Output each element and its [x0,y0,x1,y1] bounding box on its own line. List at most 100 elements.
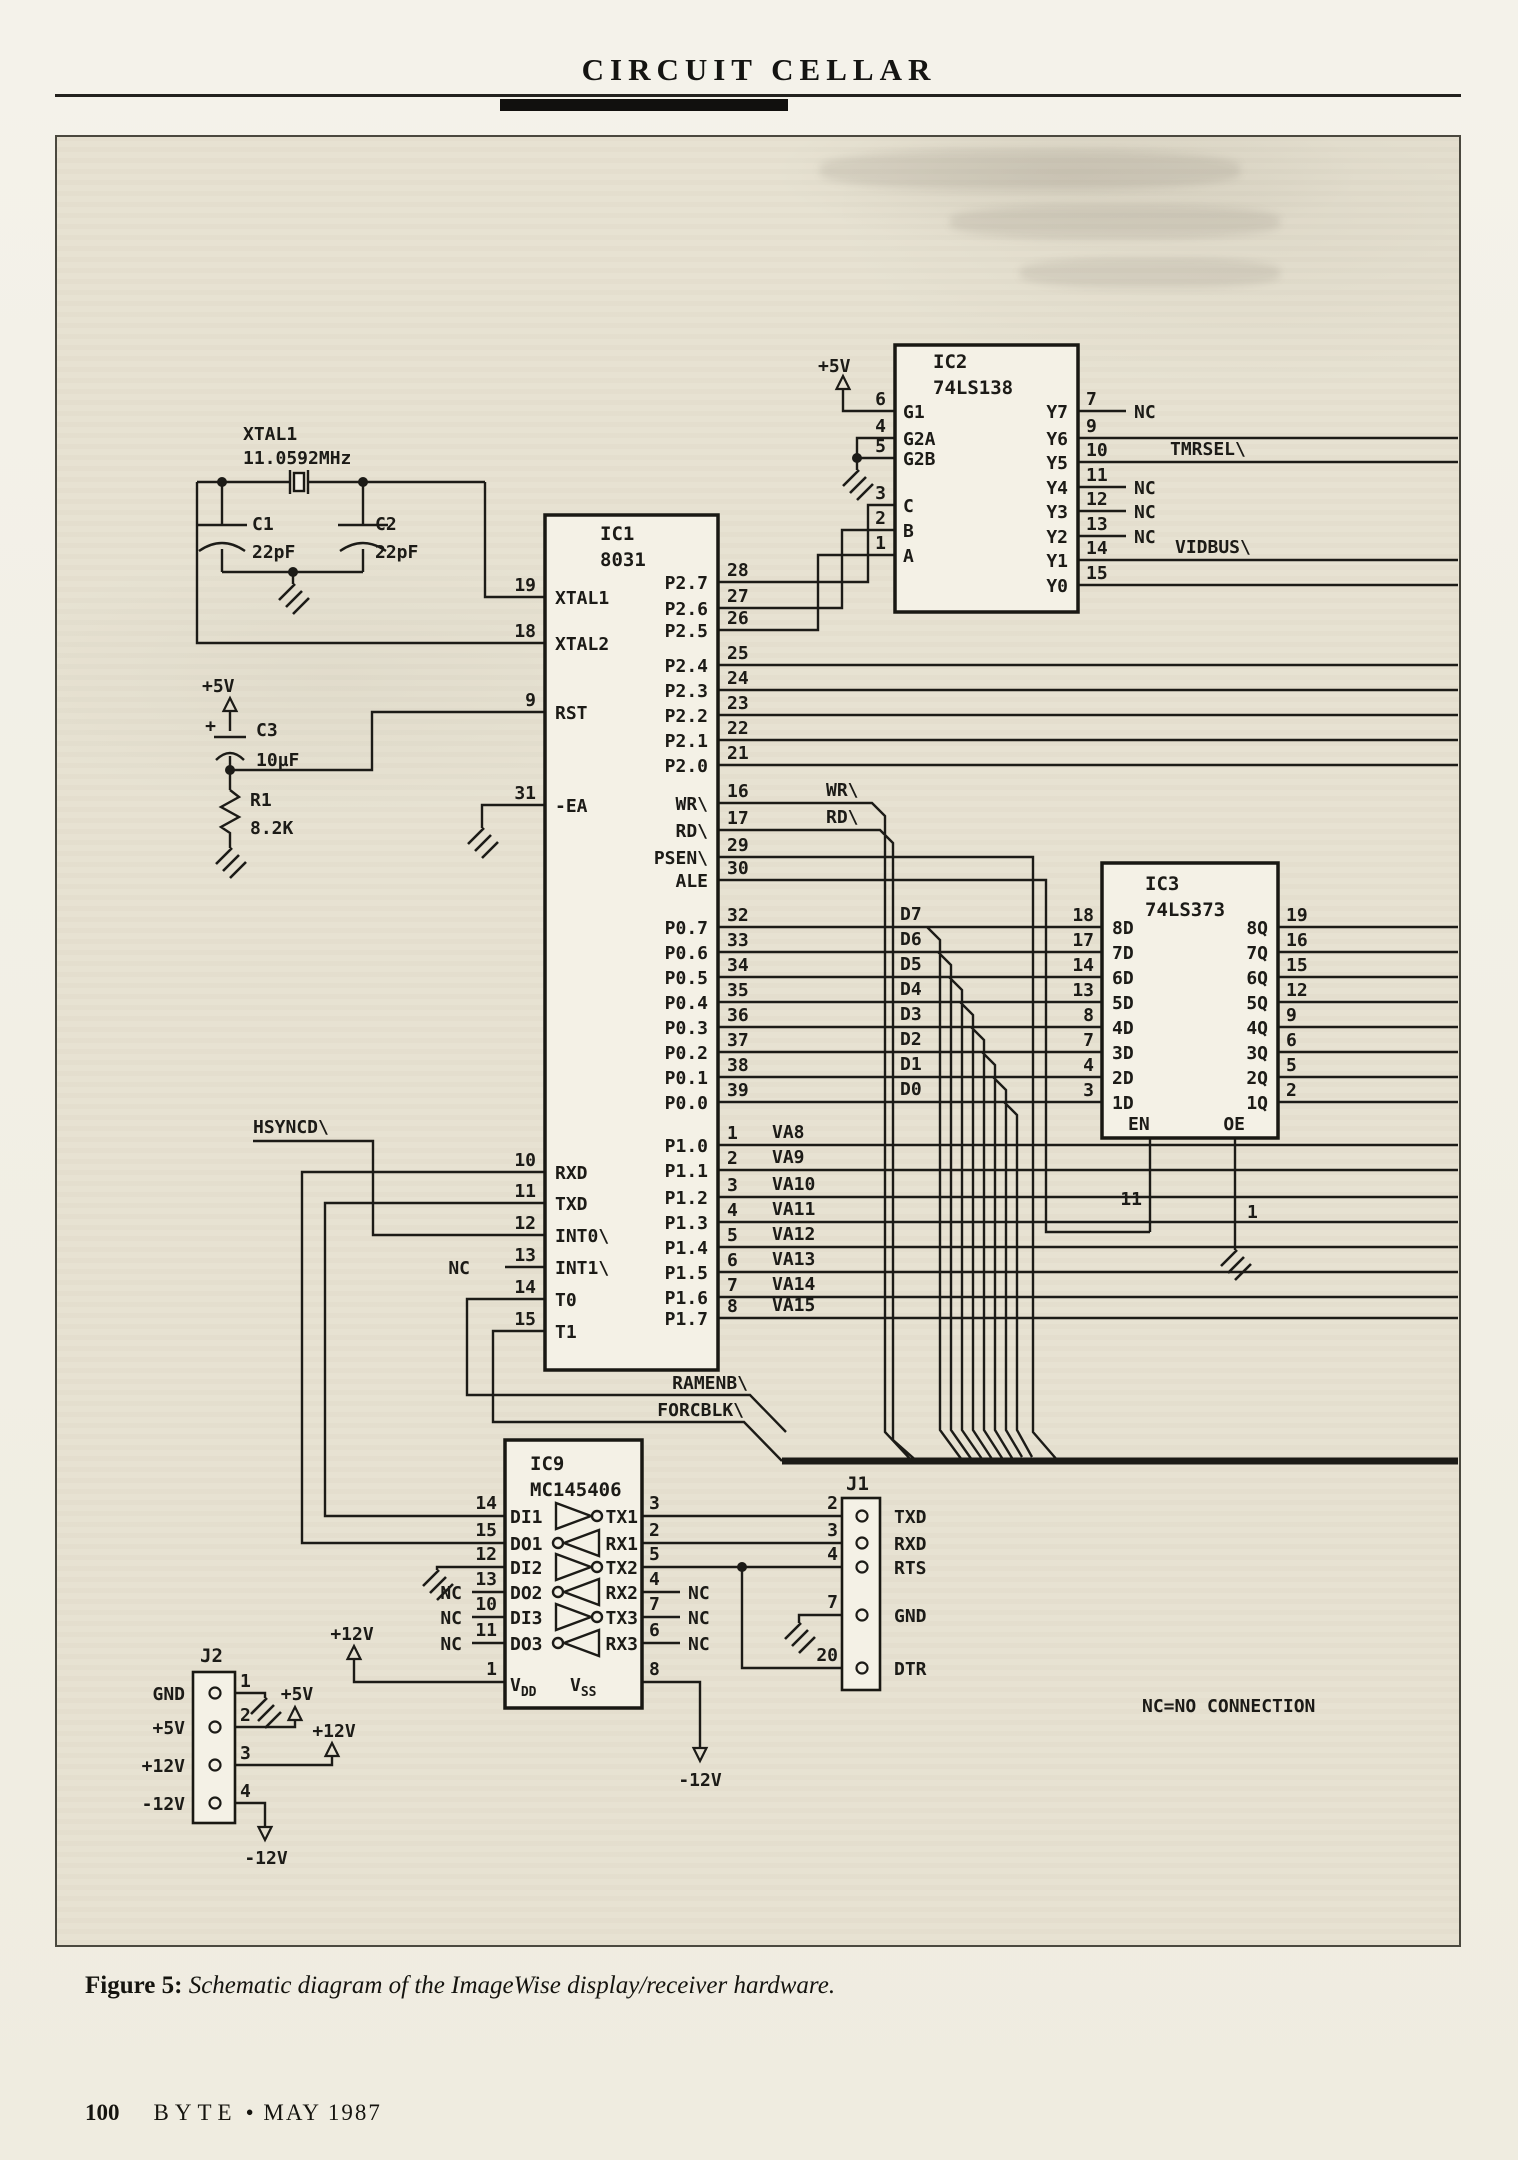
svg-text:8: 8 [727,1296,738,1317]
svg-text:5: 5 [649,1544,660,1565]
svg-text:VSS: VSS [570,1675,597,1700]
svg-text:B: B [903,521,914,542]
figure-label: Figure 5: [85,1972,183,1999]
svg-text:TXD: TXD [555,1194,588,1215]
svg-text:D6: D6 [900,929,922,950]
svg-text:OE: OE [1223,1114,1245,1135]
svg-text:P2.1: P2.1 [665,731,708,752]
svg-text:15: 15 [475,1520,497,1541]
int1-nc: NC [448,1258,470,1279]
svg-text:7: 7 [727,1275,738,1296]
svg-text:Y3: Y3 [1046,502,1068,523]
svg-text:XTAL1: XTAL1 [555,588,609,609]
forcblk-label: FORCBLK\ [657,1400,744,1421]
inverter-bubble [590,1560,604,1574]
svg-text:IC9: IC9 [530,1453,564,1475]
svg-text:P2.2: P2.2 [665,706,708,727]
inverter-bubble [590,1610,604,1624]
svg-text:74LS138: 74LS138 [933,377,1013,399]
j2-12v-rail: +12V [312,1721,356,1742]
svg-text:D5: D5 [900,954,922,975]
svg-text:4D: 4D [1112,1018,1134,1039]
svg-text:15: 15 [1086,563,1108,584]
svg-text:TX3: TX3 [605,1608,638,1629]
svg-text:GND: GND [152,1684,185,1705]
junction-dots [217,453,862,1572]
svg-text:34: 34 [727,955,749,976]
svg-text:10: 10 [514,1150,536,1171]
svg-text:4: 4 [875,416,886,437]
svg-text:2: 2 [240,1705,251,1726]
svg-text:4: 4 [827,1544,838,1565]
svg-text:P1.1: P1.1 [665,1161,708,1182]
hsyncd-label: HSYNCD\ [253,1117,329,1138]
inverter-icon [560,1628,601,1658]
svg-text:D0: D0 [900,1079,922,1100]
svg-text:2: 2 [875,508,886,529]
svg-text:5: 5 [875,436,886,457]
svg-text:P0.2: P0.2 [665,1043,708,1064]
svg-text:P0.4: P0.4 [665,993,709,1014]
svg-text:12: 12 [1086,489,1108,510]
svg-text:NC: NC [1134,478,1156,499]
svg-text:2: 2 [1286,1080,1297,1101]
inverter-bubble [551,1636,565,1650]
svg-text:PSEN\: PSEN\ [654,848,708,869]
wires [195,373,1458,1843]
arrow-symbols [221,373,852,1843]
svg-text:VA10: VA10 [772,1174,815,1195]
xtal1-freq: 11.0592MHz [243,448,351,469]
j2-5v-rail: +5V [281,1684,314,1705]
paper-smudge [1020,258,1280,288]
svg-text:RD\: RD\ [675,821,708,842]
svg-text:IC2: IC2 [933,351,967,373]
svg-text:G2B: G2B [903,449,936,470]
svg-text:1: 1 [240,1671,251,1692]
svg-text:TXD: TXD [894,1507,927,1528]
svg-text:15: 15 [1286,955,1308,976]
page-number: 100 [85,2100,120,2125]
svg-text:P1.7: P1.7 [665,1309,708,1330]
svg-text:31: 31 [514,783,536,804]
svg-text:7D: 7D [1112,943,1134,964]
svg-text:D3: D3 [900,1004,922,1025]
svg-text:P2.7: P2.7 [665,573,708,594]
svg-text:Y1: Y1 [1046,551,1068,572]
svg-text:-12V: -12V [142,1794,186,1815]
svg-text:P0.7: P0.7 [665,918,708,939]
svg-text:RX1: RX1 [605,1534,638,1555]
svg-text:DI2: DI2 [510,1558,543,1579]
svg-text:4: 4 [1083,1055,1094,1076]
svg-text:NC: NC [1134,502,1156,523]
svg-text:EN: EN [1128,1114,1150,1135]
tmrsel-label: TMRSEL\ [1170,439,1246,460]
header-bar [500,99,788,111]
svg-text:DO3: DO3 [510,1634,543,1655]
svg-text:NC: NC [688,1634,710,1655]
svg-text:DO1: DO1 [510,1534,543,1555]
svg-text:VDD: VDD [510,1675,537,1700]
inverter-icon [554,1602,595,1632]
svg-text:VA12: VA12 [772,1224,815,1245]
svg-text:19: 19 [1286,905,1308,926]
svg-text:11: 11 [1086,465,1108,486]
svg-text:NC: NC [440,1608,462,1629]
svg-text:P2.6: P2.6 [665,599,708,620]
svg-text:7: 7 [827,1592,838,1613]
j2-m12v-rail: -12V [244,1848,288,1869]
svg-text:J2: J2 [200,1645,223,1667]
svg-text:1Q: 1Q [1246,1093,1268,1114]
svg-text:-EA: -EA [555,796,588,817]
svg-text:P1.5: P1.5 [665,1263,708,1284]
svg-text:RX2: RX2 [605,1583,638,1604]
svg-text:4: 4 [649,1569,660,1590]
ic9-12v-label: +12V [330,1624,374,1645]
svg-text:D7: D7 [900,904,922,925]
svg-text:VA14: VA14 [772,1274,816,1295]
svg-text:18: 18 [1072,905,1094,926]
bus-wire-labels: WR\ RD\ D7 D6 D5 D4 D3 D2 D1 D0 VA8 VA9 … [657,780,922,1421]
